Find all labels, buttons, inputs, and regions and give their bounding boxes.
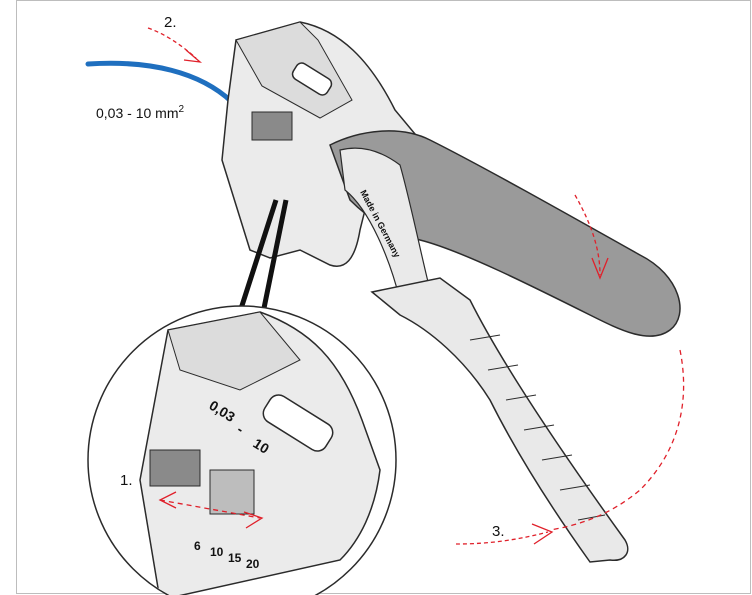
scale-value-20: 20 (246, 557, 260, 571)
adjuster-window (291, 62, 333, 96)
arrow-step2-head (183, 49, 203, 63)
upper-handle-body (339, 147, 431, 301)
step-2-label: 2. (164, 14, 177, 31)
arrow-step1-head-left (158, 491, 177, 509)
arrow-step3-arc (549, 349, 685, 531)
lower-handle (370, 277, 629, 563)
step-1-label: 1. (120, 472, 133, 489)
cross-section-label: 0,03 - 10 mm2 (96, 104, 184, 121)
step-3-label: 3. (492, 523, 505, 540)
arrow-step3 (455, 531, 549, 545)
arrow-step3-head (531, 523, 554, 545)
callout-line (235, 199, 289, 319)
magnified-head (139, 311, 381, 595)
scale-value-15: 15 (228, 551, 242, 565)
blade-block (251, 111, 293, 141)
scale-value-6: 6 (194, 539, 201, 553)
arrow-grip-down-head (591, 257, 609, 280)
scale-value-10: 10 (210, 545, 224, 559)
cross-section-text: 0,03 - 10 mm (96, 105, 179, 121)
arrow-step1 (159, 499, 261, 519)
lower-handle-ribs (469, 334, 606, 521)
cross-section-superscript: 2 (178, 104, 185, 115)
arrow-step1-head-right (243, 511, 264, 529)
arrow-step2 (147, 27, 197, 59)
arrow-grip-down (574, 194, 601, 276)
range-marking-large: 10 (250, 435, 272, 457)
upper-grip-handle (329, 130, 681, 337)
